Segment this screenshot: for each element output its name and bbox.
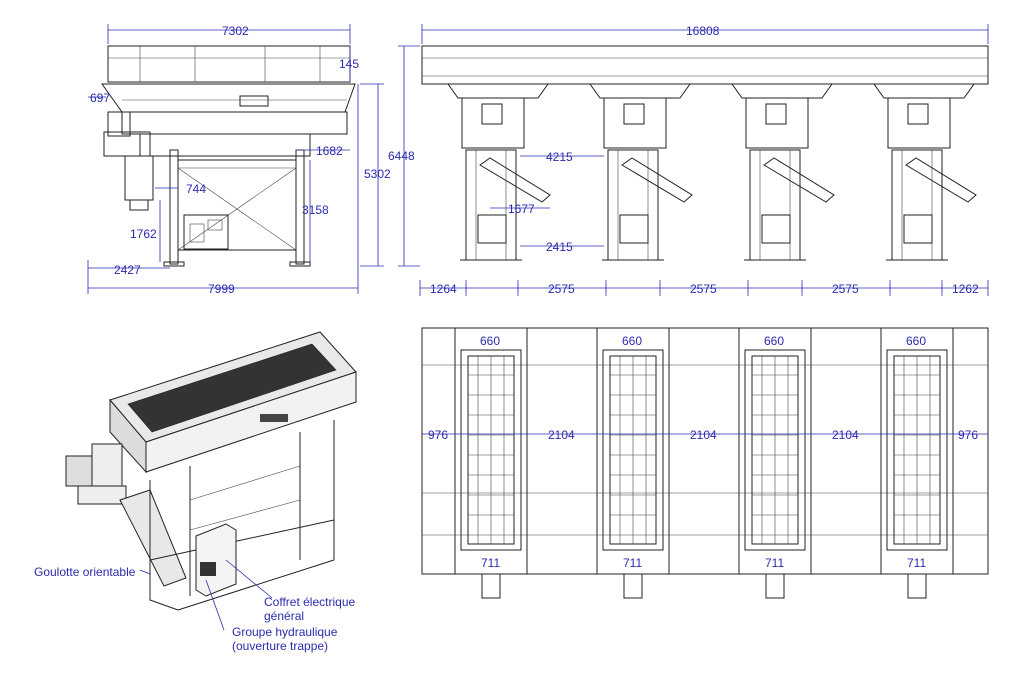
- front-unit-2: [589, 83, 693, 261]
- front-view: 16808 6448 4215 1677 2415 1264 2575 2575…: [388, 24, 989, 296]
- dim-6448: 6448: [388, 149, 415, 163]
- dim-7302: 7302: [222, 24, 249, 38]
- dim-697: 697: [90, 91, 110, 105]
- dim-5302: 5302: [364, 167, 391, 181]
- front-unit-3: [731, 83, 835, 261]
- dim-976-left: 976: [428, 428, 448, 442]
- dim-2575-a: 2575: [548, 282, 575, 296]
- dim-711-2: 711: [623, 556, 642, 570]
- label-hydraulic-line1: Groupe hydraulique: [232, 625, 338, 639]
- dim-3158: 3158: [302, 203, 329, 217]
- top-unit-3: [738, 327, 812, 599]
- dim-711-3: 711: [765, 556, 784, 570]
- dim-1682: 1682: [316, 144, 343, 158]
- dim-744: 744: [186, 182, 206, 196]
- dim-976-right: 976: [958, 428, 978, 442]
- dim-660-1: 660: [480, 334, 500, 348]
- front-unit-4: [873, 83, 977, 261]
- dim-711-4: 711: [907, 556, 926, 570]
- top-view: 660 660 660 660 711 711 711 711 976 2104…: [421, 327, 989, 599]
- dim-16808: 16808: [686, 24, 720, 38]
- dim-145: 145: [339, 57, 359, 71]
- dim-7999: 7999: [208, 282, 235, 296]
- label-electrical-line1: Coffret électrique: [264, 595, 355, 609]
- dim-2104-a: 2104: [548, 428, 575, 442]
- dim-2415: 2415: [546, 240, 573, 254]
- iso-view: Goulotte orientable Coffret électrique g…: [34, 331, 357, 653]
- dim-660-3: 660: [764, 334, 784, 348]
- front-unit-1: [447, 83, 551, 261]
- dim-711-1: 711: [481, 556, 500, 570]
- dim-1262: 1262: [952, 282, 979, 296]
- dim-2427: 2427: [114, 263, 141, 277]
- side-view: 7302 145 697 1682 744 3158 1762 2427 799…: [87, 24, 391, 296]
- top-unit-1: [454, 327, 528, 599]
- dim-4215: 4215: [546, 150, 573, 164]
- dim-1264: 1264: [430, 282, 457, 296]
- dim-2575-b: 2575: [690, 282, 717, 296]
- label-hydraulic-line2: (ouverture trappe): [232, 639, 328, 653]
- label-chute: Goulotte orientable: [34, 565, 136, 579]
- dim-1762: 1762: [130, 227, 157, 241]
- dim-660-2: 660: [622, 334, 642, 348]
- label-electrical-line2: général: [264, 609, 304, 623]
- top-unit-4: [880, 327, 954, 599]
- dim-2575-c: 2575: [832, 282, 859, 296]
- dim-2104-c: 2104: [832, 428, 859, 442]
- top-unit-2: [596, 327, 670, 599]
- dim-660-4: 660: [906, 334, 926, 348]
- dim-1677: 1677: [508, 202, 535, 216]
- dim-2104-b: 2104: [690, 428, 717, 442]
